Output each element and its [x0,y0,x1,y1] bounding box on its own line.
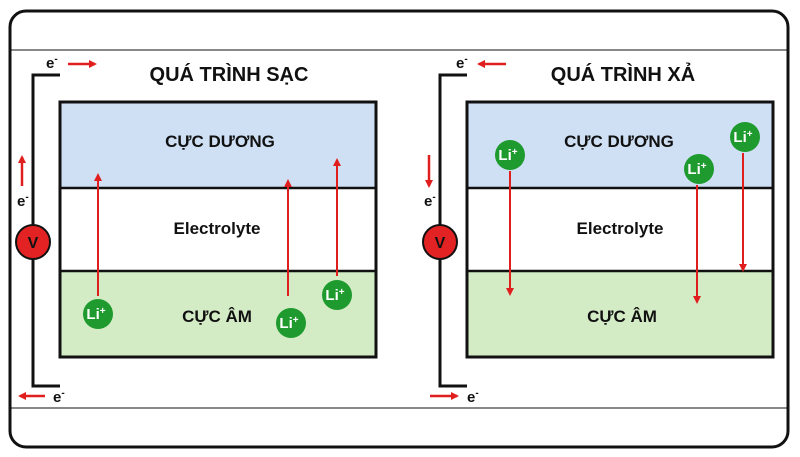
panel-title-discharging: QUÁ TRÌNH XẢ [551,63,695,86]
voltmeter-label: V [28,235,39,252]
electrolyte-label: Electrolyte [577,219,664,238]
cell-outline-charging [58,100,378,359]
cell-outline-discharging [465,100,775,359]
lithium-ion: Li+ [495,140,525,170]
svg-text:Li+: Li+ [498,147,517,164]
negative-electrode-label: CỰC ÂM [182,307,252,326]
electrolyte-label: Electrolyte [174,219,261,238]
electrolyte-charging [60,188,376,271]
negative-electrode-label: CỰC ÂM [587,307,657,326]
positive-electrode-charging [60,102,376,188]
electron-label-side: e- [424,192,436,210]
lithium-ion: Li+ [730,122,760,152]
svg-text:Li+: Li+ [733,129,752,146]
electron-label-bottom: e- [53,388,65,406]
svg-text:Li+: Li+ [325,287,344,304]
voltmeter-charging: V [15,224,51,260]
electron-label-top: e- [46,54,58,72]
electrolyte-discharging [467,188,773,271]
svg-text:Li+: Li+ [687,161,706,178]
voltmeter-label: V [435,235,446,252]
svg-text:Li+: Li+ [86,306,105,323]
positive-electrode-label: CỰC DƯƠNG [165,132,275,151]
voltmeter-circle [15,224,51,260]
electron-label-bottom: e- [467,388,479,406]
svg-text:Li+: Li+ [279,315,298,332]
lithium-ion: Li+ [276,308,306,338]
lithium-ion: Li+ [684,154,714,184]
voltmeter-discharging: V [422,224,458,260]
negative-electrode-discharging [467,271,773,357]
panel-discharging: QUÁ TRÌNH XẢ V e- e- e- CỰC DƯƠNG Electr… [422,54,775,406]
voltmeter-circle [422,224,458,260]
lithium-ion: Li+ [322,280,352,310]
panel-charging: QUÁ TRÌNH SẠC V e- e- e- CỰC DƯƠNG Elect… [15,54,378,406]
lithium-ion: Li+ [83,299,113,329]
electron-label-side: e- [17,192,29,210]
positive-electrode-label: CỰC DƯƠNG [564,132,674,151]
electron-label-top: e- [456,54,468,72]
panel-title-charging: QUÁ TRÌNH SẠC [150,63,309,86]
